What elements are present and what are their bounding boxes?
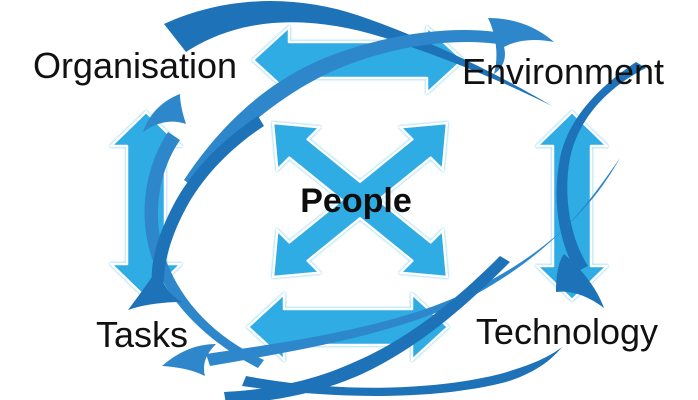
label-technology: Technology <box>476 311 658 352</box>
curved-swoosh-bottom-right-icon <box>242 347 562 396</box>
curved-swoosh-right-arrowhead-icon <box>556 254 604 308</box>
curved-swoosh-left-up-arrowhead-icon <box>143 94 186 132</box>
swoosh-arrow-group <box>128 1 646 400</box>
curved-swoosh-left-down-icon <box>151 116 264 284</box>
curved-swoosh-left-up-icon <box>144 132 264 368</box>
curved-swoosh-top-left-icon <box>164 1 552 106</box>
curved-swoosh-bottom-cross-icon <box>224 256 510 400</box>
label-environment: Environment <box>462 51 664 92</box>
curved-swoosh-left-down-arrowhead-icon <box>128 268 182 310</box>
curved-swoosh-top-right-icon <box>184 30 498 186</box>
curved-swoosh-bottom-arrowhead-icon <box>162 344 216 376</box>
label-organisation: Organisation <box>33 45 237 86</box>
label-group: Organisation Environment Tasks Technolog… <box>33 45 664 355</box>
label-tasks: Tasks <box>96 314 188 355</box>
right-double-headed-arrow-icon <box>535 110 609 302</box>
center-x-four-way-arrow-icon <box>271 121 449 279</box>
curved-swoosh-top-right-arrowhead-icon <box>488 18 554 74</box>
label-people: People <box>300 182 411 220</box>
